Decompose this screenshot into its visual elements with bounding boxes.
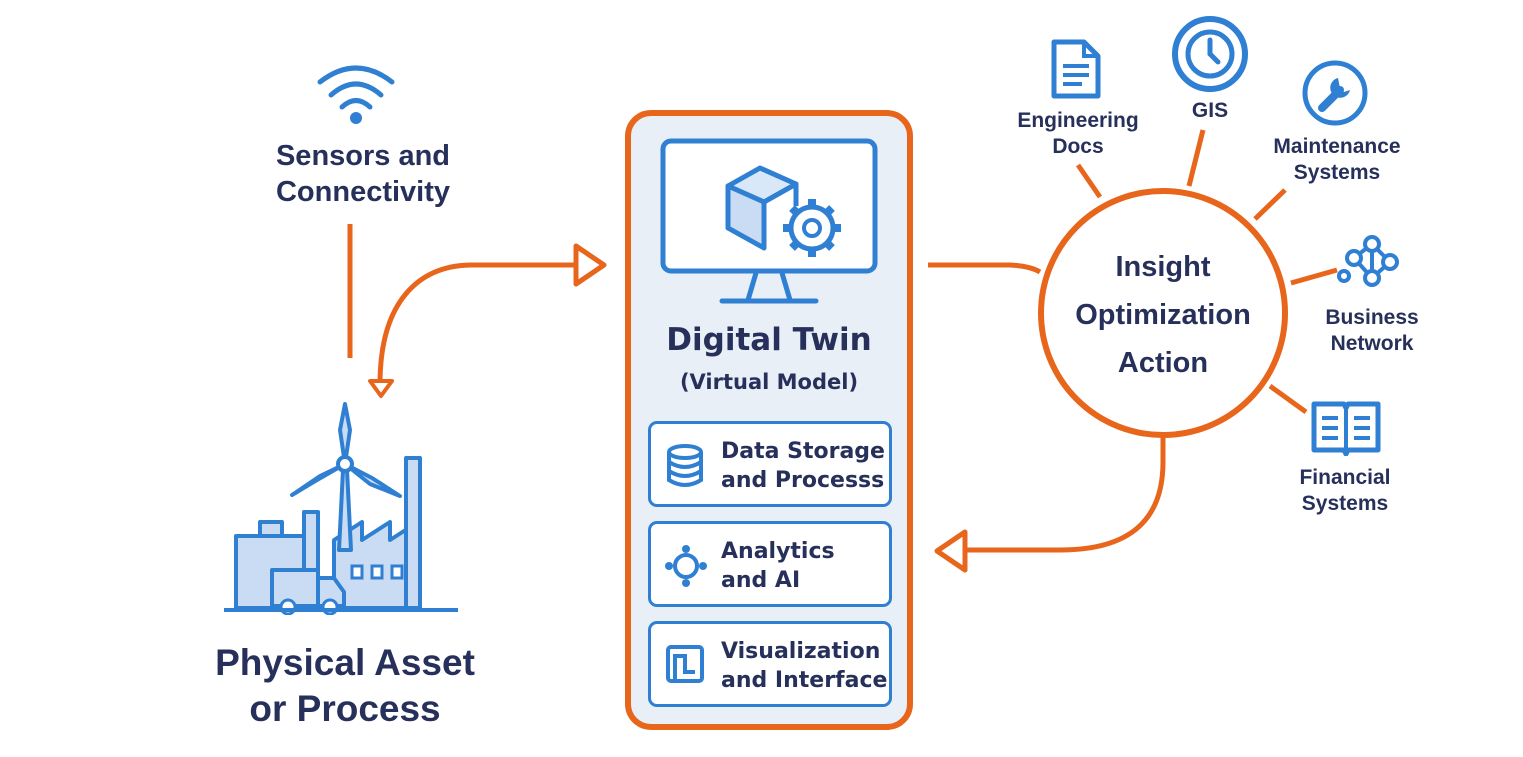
gis-icon <box>1172 16 1248 92</box>
source-maintenance-line1: Maintenance <box>1273 135 1401 158</box>
source-business-line2: Network <box>1330 332 1414 356</box>
module-analytics-label: Analytics and AI <box>721 538 835 595</box>
asset-twin-curve <box>377 262 585 385</box>
source-financial-label: Financial Systems <box>1275 465 1415 518</box>
network-icon <box>1337 235 1399 287</box>
source-gis-line1: GIS <box>1191 99 1229 122</box>
module-visualization-line1: Visualization <box>721 639 881 664</box>
monitor-cube-gear-icon <box>660 138 878 304</box>
source-maintenance-label: Maintenance Systems <box>1257 134 1417 187</box>
source-engineering-label: Engineering Docs <box>1000 108 1156 161</box>
source-engineering-line1: Engineering <box>1017 109 1139 132</box>
factory-icon <box>224 402 458 615</box>
spoke-gis <box>1186 129 1206 187</box>
source-maintenance-line2: Systems <box>1293 161 1381 185</box>
module-visualization: Visualization and Interface <box>648 621 892 707</box>
source-business-label: Business Network <box>1302 305 1442 358</box>
physical-label-line1: Physical Asset <box>215 642 475 683</box>
book-icon <box>1311 401 1381 456</box>
source-gis-label: GIS <box>1160 98 1260 124</box>
spoke-maintenance <box>1253 188 1287 221</box>
source-financial-line2: Systems <box>1301 492 1389 516</box>
document-icon <box>1051 39 1101 99</box>
arrow-head-right <box>573 243 607 287</box>
source-business-line1: Business <box>1325 306 1419 329</box>
sensors-label-line2: Connectivity <box>275 176 451 209</box>
source-financial-line1: Financial <box>1299 466 1391 489</box>
module-data-storage: Data Storage and Processs <box>648 421 892 507</box>
twin-insight-line <box>928 262 1042 275</box>
insight-line3: Action <box>1117 346 1209 379</box>
database-icon <box>667 444 703 487</box>
interface-icon <box>666 645 704 683</box>
module-data-storage-label: Data Storage and Processs <box>721 438 885 495</box>
physical-asset-label: Physical Asset or Process <box>180 640 510 733</box>
wifi-icon <box>317 65 395 124</box>
module-data-storage-line2: and Processs <box>721 467 885 493</box>
sensors-label-line1: Sensors and <box>275 140 451 172</box>
module-analytics-line1: Analytics <box>721 539 835 564</box>
module-analytics: Analytics and AI <box>648 521 892 607</box>
insight-line2: Optimization <box>1075 298 1251 331</box>
sensors-label: Sensors and Connectivity <box>230 138 496 211</box>
network-nodes-icon <box>665 545 707 587</box>
source-engineering-line2: Docs <box>1052 135 1104 159</box>
module-visualization-label: Visualization and Interface <box>721 638 887 695</box>
module-data-storage-line1: Data Storage <box>721 439 885 464</box>
insight-twin-curve <box>960 437 1166 553</box>
twin-subtitle: (Virtual Model) <box>679 370 859 394</box>
spoke-financial <box>1268 383 1308 415</box>
spoke-engineering <box>1075 163 1103 199</box>
insight-label: Insight Optimization Action <box>1045 244 1281 388</box>
insight-circle <box>1038 188 1288 438</box>
wrench-icon <box>1302 60 1368 126</box>
module-visualization-line2: and Interface <box>721 667 888 693</box>
twin-title: Digital Twin <box>666 322 872 358</box>
insight-line1: Insight <box>1115 251 1211 283</box>
arrow-head-down <box>368 379 394 398</box>
physical-label-line2: or Process <box>249 688 441 730</box>
arrow-head-left <box>934 529 968 573</box>
module-analytics-line2: and AI <box>721 567 801 593</box>
spoke-business <box>1290 267 1338 286</box>
